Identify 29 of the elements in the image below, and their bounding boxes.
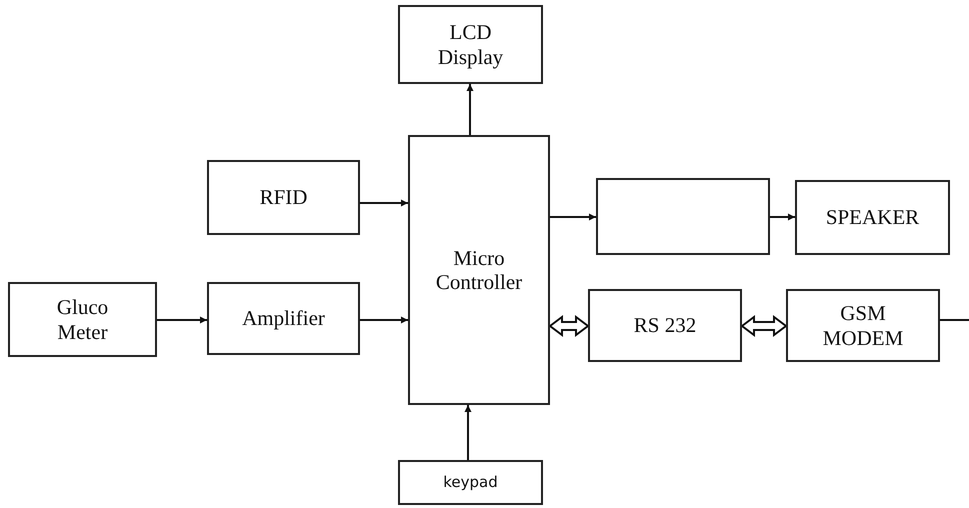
arrow <box>770 214 795 220</box>
box-label: RFID <box>258 185 308 210</box>
box-label: keypad <box>443 473 498 492</box>
arrow <box>550 214 596 220</box>
module-box <box>786 289 940 362</box>
arrow <box>360 316 408 324</box>
double-arrow <box>548 315 590 337</box>
module-box <box>596 178 770 255</box>
module-box <box>588 289 742 362</box>
module-box <box>207 160 360 235</box>
arrow <box>464 405 472 460</box>
module-box <box>795 180 950 255</box>
box-label: SPEAKER <box>824 205 920 230</box>
module-box <box>207 282 360 355</box>
keypad-box <box>398 460 543 505</box>
display-box <box>398 5 543 84</box>
box-label: LCD Display <box>436 20 504 69</box>
controller-box <box>408 135 550 405</box>
arrow <box>466 84 474 135</box>
box-label: Amplifier <box>241 306 326 331</box>
double-arrow <box>740 315 788 337</box>
box-label: RS 232 <box>632 313 698 338</box>
box-label: Micro Controller <box>434 246 524 294</box>
arrow <box>360 200 408 206</box>
box-label: GSM MODEM <box>822 301 904 350</box>
connector-line <box>940 319 969 321</box>
module-box <box>8 282 157 357</box>
box-label: Gluco Meter <box>56 295 110 344</box>
arrow <box>157 316 207 324</box>
